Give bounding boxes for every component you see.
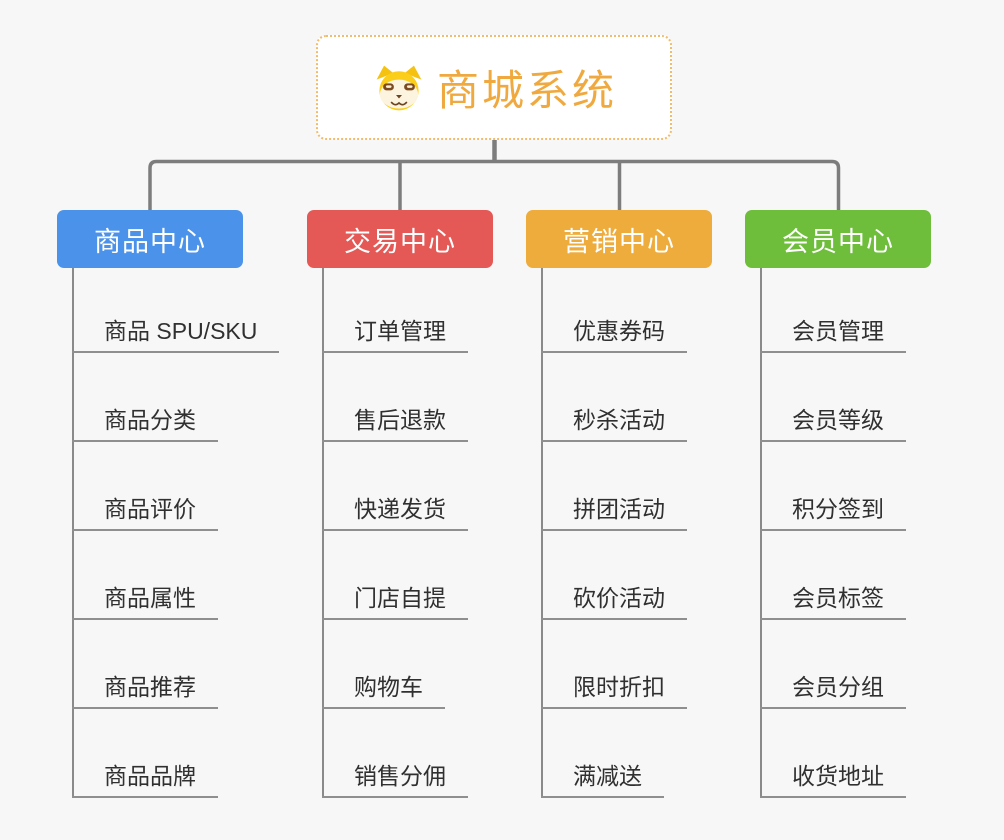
mindmap-item-node[interactable]: 商品品牌 [72,762,218,798]
branch-item-slot: 商品属性 [57,531,317,620]
branch-item-slot: 商品品牌 [57,709,317,798]
root-node-title: 商城系统 [436,67,617,114]
mindmap-item-node[interactable]: 积分签到 [760,495,906,531]
branch-item-slot: 商品评价 [57,442,317,531]
branch-header-label: 营销中心 [563,226,675,257]
branch-item-slot: 满减送 [526,709,786,798]
mindmap-item-node[interactable]: 购物车 [322,673,445,709]
mindmap-item-node[interactable]: 商品属性 [72,584,218,620]
branch-item-list: 优惠券码秒杀活动拼团活动砍价活动限时折扣满减送 [526,264,786,798]
mindmap-item-node[interactable]: 门店自提 [322,584,468,620]
mindmap-item-node[interactable]: 满减送 [541,762,664,798]
branch-column: 会员中心 会员管理会员等级积分签到会员标签会员分组收货地址 [745,210,931,810]
branch-trunk-line [72,268,74,798]
mindmap-item-node[interactable]: 会员标签 [760,584,906,620]
branch-item-slot: 会员分组 [745,620,1004,709]
branch-header-node[interactable]: 商品中心 [57,210,243,268]
mindmap-item-node[interactable]: 商品评价 [72,495,218,531]
branch-header-label: 交易中心 [344,226,456,257]
branch-item-slot: 收货地址 [745,709,1004,798]
mindmap-item-node[interactable]: 售后退款 [322,406,468,442]
branch-column: 交易中心 订单管理售后退款快递发货门店自提购物车销售分佣 [307,210,493,810]
branch-item-list: 商品 SPU/SKU 商品分类商品评价商品属性商品推荐商品品牌 [57,264,317,798]
branch-column: 营销中心 优惠券码秒杀活动拼团活动砍价活动限时折扣满减送 [526,210,712,810]
branch-item-slot: 门店自提 [307,531,567,620]
branch-header-label: 商品中心 [94,226,206,257]
mindmap-item-node[interactable]: 优惠券码 [541,317,687,353]
branch-item-slot: 会员标签 [745,531,1004,620]
branch-item-slot: 快递发货 [307,442,567,531]
branch-item-slot: 拼团活动 [526,442,786,531]
branch-item-slot: 商品推荐 [57,620,317,709]
branch-item-slot: 秒杀活动 [526,353,786,442]
branch-header-label: 会员中心 [782,226,894,257]
mindmap-item-node[interactable]: 订单管理 [322,317,468,353]
branch-item-slot: 销售分佣 [307,709,567,798]
mindmap-item-node[interactable]: 砍价活动 [541,584,687,620]
branch-item-slot: 购物车 [307,620,567,709]
branch-trunk-line [760,268,762,798]
mindmap-item-node[interactable]: 会员管理 [760,317,906,353]
dog-face-icon [376,65,422,110]
branch-item-slot: 商品 SPU/SKU [57,264,317,353]
branch-item-slot: 优惠券码 [526,264,786,353]
mindmap-item-node[interactable]: 秒杀活动 [541,406,687,442]
branch-item-slot: 积分签到 [745,442,1004,531]
mindmap-item-node[interactable]: 快递发货 [322,495,468,531]
mindmap-item-node[interactable]: 会员分组 [760,673,906,709]
mindmap-item-node[interactable]: 商品分类 [72,406,218,442]
branch-item-slot: 会员管理 [745,264,1004,353]
branch-item-slot: 会员等级 [745,353,1004,442]
mindmap-item-node[interactable]: 限时折扣 [541,673,687,709]
mindmap-item-node[interactable]: 会员等级 [760,406,906,442]
branch-column: 商品中心 商品 SPU/SKU 商品分类商品评价商品属性商品推荐商品品牌 [57,210,280,810]
branch-item-slot: 砍价活动 [526,531,786,620]
root-node[interactable]: 商城系统 [316,35,672,140]
mindmap-item-node[interactable]: 拼团活动 [541,495,687,531]
branch-item-slot: 限时折扣 [526,620,786,709]
branch-item-slot: 商品分类 [57,353,317,442]
branch-header-node[interactable]: 会员中心 [745,210,931,268]
mindmap-item-node[interactable]: 收货地址 [760,762,906,798]
branch-trunk-line [322,268,324,798]
branch-item-list: 会员管理会员等级积分签到会员标签会员分组收货地址 [745,264,1004,798]
branch-header-node[interactable]: 交易中心 [307,210,493,268]
branch-header-node[interactable]: 营销中心 [526,210,712,268]
branch-item-slot: 订单管理 [307,264,567,353]
branch-item-list: 订单管理售后退款快递发货门店自提购物车销售分佣 [307,264,567,798]
branch-item-slot: 售后退款 [307,353,567,442]
branch-trunk-line [541,268,543,798]
mindmap-item-node[interactable]: 销售分佣 [322,762,468,798]
mindmap-item-node[interactable]: 商品 SPU/SKU [72,317,280,353]
mindmap-item-node[interactable]: 商品推荐 [72,673,218,709]
